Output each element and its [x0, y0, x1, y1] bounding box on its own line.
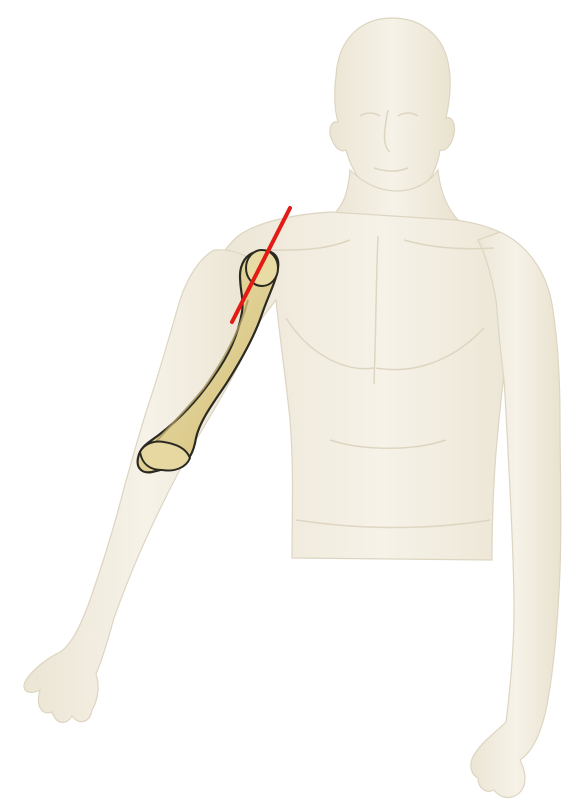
humeral-head [246, 250, 278, 286]
body-silhouette [24, 18, 561, 797]
